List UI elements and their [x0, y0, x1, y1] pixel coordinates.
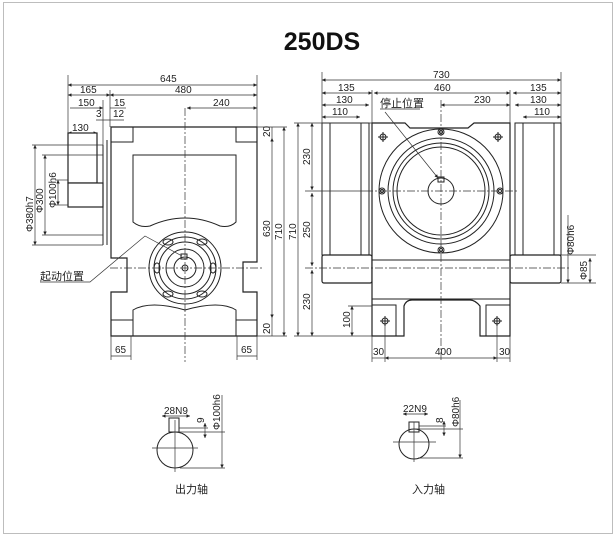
output-shaft-label: 出力轴 [175, 482, 208, 496]
dim-645: 645 [160, 74, 177, 85]
dim-100: 100 [342, 311, 353, 328]
stop-position-label: 停止位置 [380, 96, 424, 110]
front-view: 730 135 460 135 130 230 130 110 110 [288, 70, 596, 362]
dim-20-top: 20 [262, 125, 273, 137]
output-key-depth: 9 [196, 417, 207, 423]
input-key-width: 22N9 [403, 404, 427, 415]
dim-230-bottom: 230 [302, 293, 313, 310]
dim-730: 730 [433, 70, 450, 81]
input-shaft-label: 入力轴 [412, 482, 445, 496]
dim-65-right: 65 [241, 345, 253, 356]
dim-110-left: 110 [332, 107, 348, 118]
drawing-title: 250DS [284, 28, 360, 56]
dim-20-bottom: 20 [262, 322, 273, 334]
dim-240: 240 [213, 98, 230, 109]
output-key-width: 28N9 [164, 406, 188, 417]
dim-phi80h6: Φ80h6 [566, 224, 577, 255]
dim-230-horizontal: 230 [474, 95, 491, 106]
dim-130-left: 130 [336, 95, 353, 106]
drawing-frame [3, 2, 613, 534]
dim-phi85: Φ85 [579, 260, 590, 280]
dim-30-right: 30 [499, 347, 511, 358]
dim-135-left: 135 [338, 83, 355, 94]
dim-630: 630 [262, 220, 273, 237]
dim-135-right: 135 [530, 83, 547, 94]
dim-150: 150 [78, 98, 95, 109]
dim-710-front: 710 [288, 223, 299, 240]
dim-65-left: 65 [115, 345, 127, 356]
dim-30-left: 30 [373, 347, 385, 358]
output-shaft-section: 28N9 9 Φ100h6 出力轴 [152, 394, 225, 496]
dim-710-side: 710 [274, 223, 285, 240]
dim-phi380h7: Φ380h7 [25, 196, 36, 232]
dim-460: 460 [434, 83, 451, 94]
dim-400: 400 [435, 347, 452, 358]
output-shaft-diameter: Φ100h6 [212, 394, 223, 430]
dim-3: 3 [96, 109, 102, 120]
dim-110-right: 110 [534, 107, 550, 118]
dim-250: 250 [302, 221, 313, 238]
side-view: 645 165 480 150 15 240 3 12 130 Φ380h7 Φ… [25, 74, 287, 362]
dim-phi300: Φ300 [35, 188, 46, 213]
input-shaft-section: 22N9 8 Φ80h6 入力轴 [393, 396, 463, 496]
input-key-depth: 8 [435, 417, 446, 423]
dim-130-right: 130 [530, 95, 547, 106]
dim-230-top: 230 [302, 148, 313, 165]
input-shaft-diameter: Φ80h6 [451, 396, 462, 427]
dim-130: 130 [72, 123, 89, 134]
start-position-label: 起动位置 [40, 269, 84, 283]
dim-165: 165 [80, 85, 97, 96]
dim-12: 12 [113, 109, 125, 120]
dim-phi100h6: Φ100h6 [48, 172, 59, 208]
dim-480: 480 [175, 85, 192, 96]
dim-15: 15 [114, 98, 126, 109]
